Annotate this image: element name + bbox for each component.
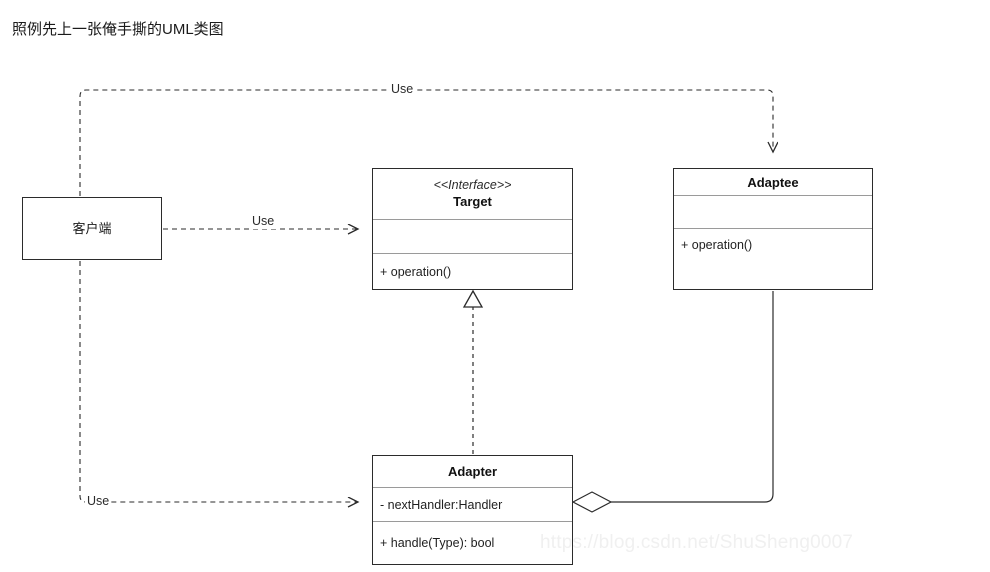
relation-client-uses-adaptee [79, 89, 773, 196]
edge-label-client-uses-adaptee: Use [389, 82, 416, 97]
relation-client-uses-adapter [79, 261, 358, 502]
uml-member: + operation() [380, 264, 452, 279]
uml-class-target-stereotype: <<Interface>> [433, 178, 512, 192]
uml-class-client-title: 客户端 [23, 198, 161, 259]
uml-class-target-name: Target [453, 194, 492, 209]
uml-class-adaptee-header: Adaptee [674, 169, 872, 195]
uml-class-adapter[interactable]: Adapter - nextHandler:Handler + handle(T… [372, 455, 573, 565]
uml-class-adapter-name: Adapter [447, 464, 498, 479]
relation-adapter-aggregates-adaptee [571, 291, 774, 513]
uml-class-client[interactable]: 客户端 [22, 197, 162, 260]
uml-member: + handle(Type): bool [380, 536, 495, 550]
watermark: https://blog.csdn.net/ShuSheng0007 [540, 532, 854, 553]
page-title: 照例先上一张俺手撕的UML类图 [12, 21, 224, 38]
uml-class-adaptee[interactable]: Adaptee + operation() [673, 168, 873, 290]
uml-class-target-header: <<Interface>> Target [373, 169, 572, 219]
uml-class-adapter-attributes: - nextHandler:Handler [373, 487, 572, 521]
uml-class-adaptee-attributes [674, 195, 872, 228]
uml-class-target-methods: + operation() [373, 253, 572, 289]
uml-member: - nextHandler:Handler [380, 497, 503, 512]
uml-class-adapter-header: Adapter [373, 456, 572, 487]
uml-class-adaptee-methods: + operation() [674, 228, 872, 289]
edge-label-client-uses-adapter: Use [85, 494, 112, 509]
relation-adapter-implements-target [462, 289, 484, 454]
uml-class-client-name: 客户端 [72, 221, 112, 236]
uml-class-adaptee-name: Adaptee [747, 174, 799, 190]
uml-class-target-attributes [373, 219, 572, 253]
uml-class-target[interactable]: <<Interface>> Target + operation() [372, 168, 573, 290]
uml-class-adapter-methods: + handle(Type): bool [373, 521, 572, 564]
uml-member: + operation() [681, 238, 753, 252]
edge-label-client-uses-target: Use [250, 214, 277, 229]
